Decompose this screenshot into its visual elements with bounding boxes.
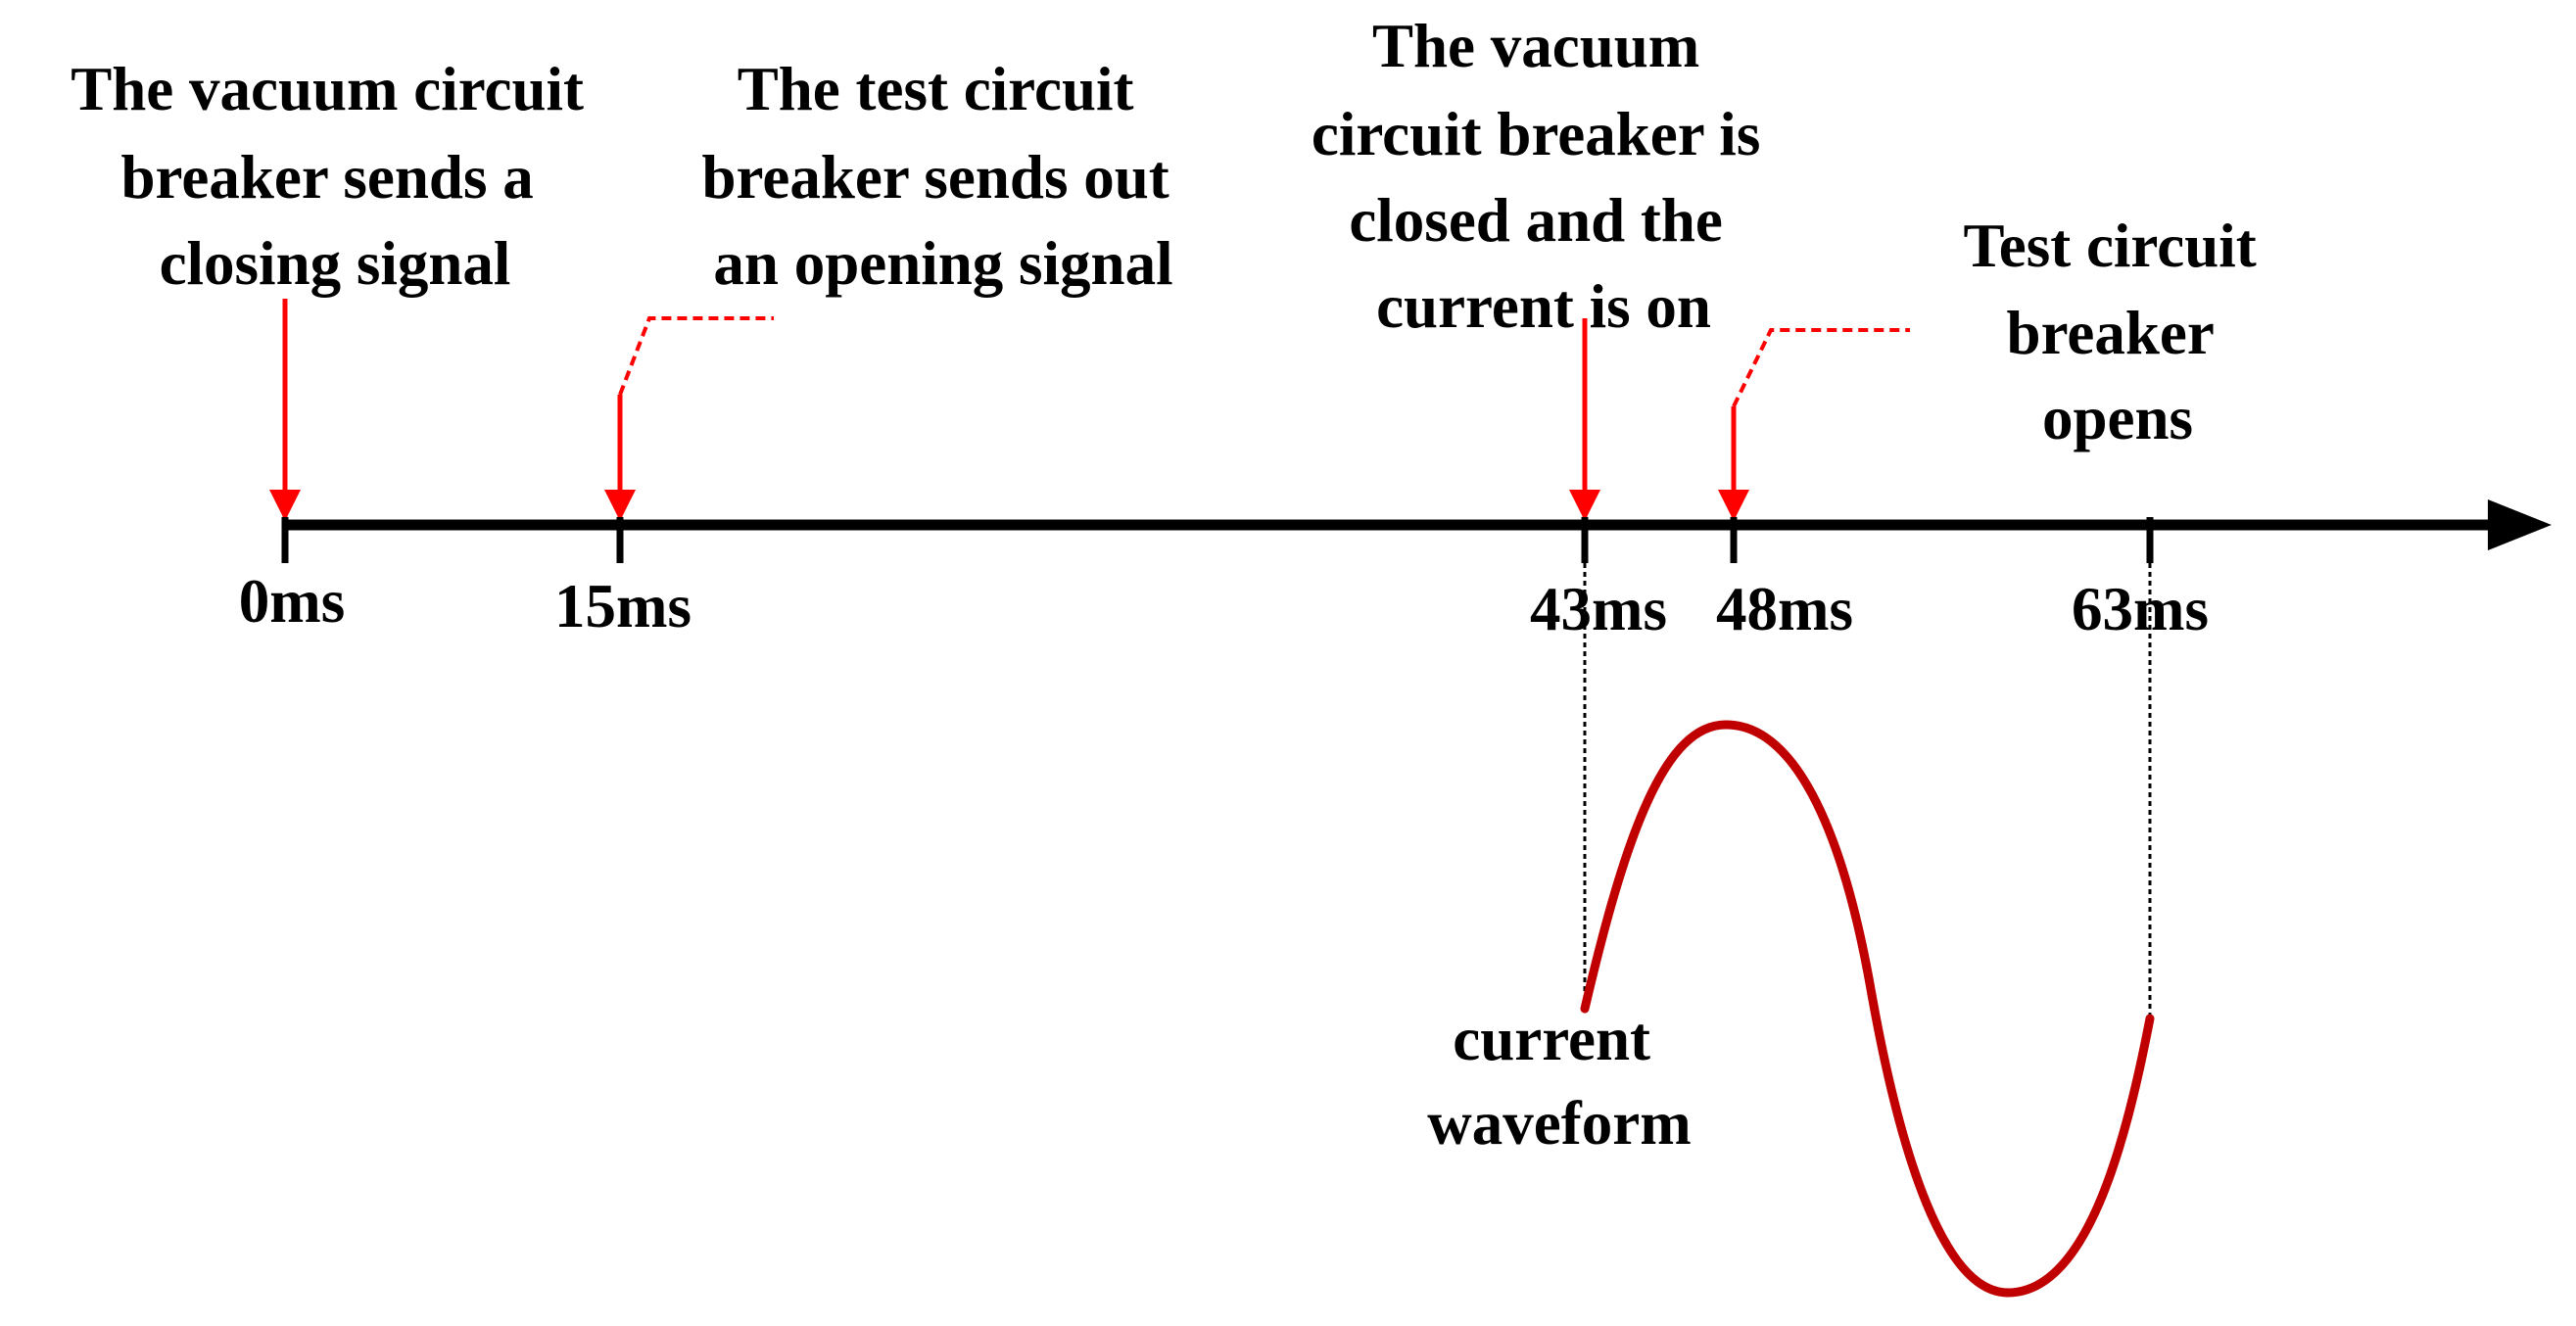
signal-arrowhead-43ms [1569, 490, 1600, 521]
callout-connector-15ms [618, 316, 774, 396]
event-label-48ms-line-1: Test circuit [1964, 212, 2257, 280]
signal-arrowhead-48ms [1718, 490, 1749, 521]
event-label-15ms-line-3: an opening signal [713, 229, 1172, 298]
event-label-0ms: The vacuum circuit breaker sends a closi… [71, 55, 599, 298]
event-label-15ms-line-1: The test circuit [738, 55, 1134, 123]
event-label-0ms-line-2: breaker sends a [121, 143, 534, 212]
timeline-arrowhead [2488, 499, 2552, 550]
event-label-43ms-line-4: current is on [1376, 272, 1711, 341]
event-label-43ms-line-1: The vacuum [1372, 12, 1699, 80]
signal-arrows [269, 299, 1749, 521]
event-label-15ms: The test circuit breaker sends out an op… [702, 55, 1185, 298]
event-label-48ms: Test circuit breaker opens [1964, 212, 2272, 452]
event-label-0ms-line-3: closing signal [160, 229, 511, 298]
tick-label-15ms: 15ms [554, 572, 692, 640]
signal-arrowhead-15ms [604, 490, 636, 521]
signal-arrowhead-0ms [269, 490, 301, 521]
waveform-label-line-1: current [1453, 1005, 1650, 1073]
event-label-43ms-line-3: closed and the [1349, 186, 1723, 255]
waveform-label: current waveform [1427, 1005, 1691, 1158]
tick-label-63ms: 63ms [2072, 575, 2209, 643]
event-label-43ms: The vacuum circuit breaker is closed and… [1312, 12, 1776, 341]
timeline-ticks [281, 517, 2154, 563]
event-label-48ms-line-2: breaker [2007, 299, 2214, 367]
tick-label-43ms: 43ms [1530, 575, 1667, 643]
event-label-0ms-line-1: The vacuum circuit [71, 55, 584, 123]
callout-connector-48ms [1732, 328, 1910, 407]
waveform-label-line-2: waveform [1427, 1089, 1691, 1158]
tick-labels: 0ms 15ms 43ms 48ms 63ms [239, 567, 2209, 643]
event-label-15ms-line-2: breaker sends out [702, 143, 1169, 212]
event-label-43ms-line-2: circuit breaker is [1312, 100, 1760, 168]
tick-label-48ms: 48ms [1716, 575, 1853, 643]
tick-label-0ms: 0ms [239, 567, 346, 636]
event-label-48ms-line-3: opens [2042, 384, 2193, 452]
current-waveform [1580, 720, 2155, 1298]
